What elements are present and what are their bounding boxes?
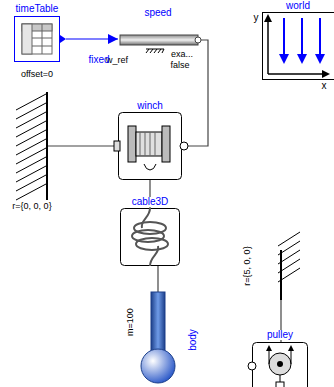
block-name: timeTable (15, 4, 60, 14)
text-holder: exa... (170, 44, 194, 60)
frame-connection (157, 266, 158, 292)
block-name: winch (136, 101, 164, 111)
block-name: body (188, 328, 198, 352)
world-block-icon (262, 12, 334, 80)
axis-label: y (253, 13, 260, 23)
parameter-label: false (169, 61, 190, 70)
parameter-label: r={5, 0, 0} (243, 245, 252, 286)
parameter-label: offset=0 (20, 70, 54, 79)
body-block-icon (141, 292, 175, 384)
text-holder: fixed (87, 50, 110, 66)
text-holder: winch (136, 96, 164, 112)
parameter-label: exa... (170, 50, 194, 59)
fixed-frame: fixedr={0, 0, 0} (4, 92, 48, 200)
text-holder: r={0, 0, 0} (11, 196, 52, 212)
winch-block: winch (118, 112, 182, 180)
parameter-label: m=100 (126, 307, 135, 337)
fixed-frame: r={5, 0, 0} (262, 240, 300, 300)
frame-connection (48, 145, 114, 146)
speed-block: speedw_refexa...false (118, 32, 198, 48)
time-table-block-icon (14, 16, 60, 62)
text-holder: speed (143, 3, 172, 19)
fixed-frame-icon (262, 240, 300, 300)
text-holder: y (253, 8, 260, 24)
time-table-block: timeTableoffset=0 (14, 16, 60, 62)
text-holder: timeTable (15, 0, 60, 15)
pulley-block-icon (252, 342, 308, 387)
axis-label: x (321, 81, 328, 91)
block-name: speed (143, 8, 172, 18)
winch-block-icon (118, 112, 182, 180)
pulley-block: pulley (252, 342, 308, 387)
block-name: cable3D (131, 197, 170, 207)
block-name: pulley (266, 330, 294, 340)
block-name: fixed (87, 55, 110, 65)
cable-block-icon (120, 208, 180, 266)
text-holder: body (183, 328, 199, 352)
text-holder: false (169, 55, 190, 71)
text-holder: offset=0 (20, 64, 54, 80)
cable-block: cable3D (120, 208, 180, 266)
world-block: worldyx (262, 12, 334, 80)
block-name: world (285, 1, 311, 11)
fixed-frame-icon (4, 92, 48, 200)
text-holder: pulley (266, 325, 294, 341)
body-block: bodym=100 (141, 292, 175, 384)
parameter-label: r={0, 0, 0} (11, 202, 52, 211)
text-holder: m=100 (120, 307, 136, 337)
text-holder: world (285, 0, 311, 12)
speed-block-icon (118, 32, 198, 48)
text-holder: cable3D (131, 192, 170, 208)
text-holder: x (321, 76, 328, 92)
text-holder: r={5, 0, 0} (237, 245, 253, 286)
signal-connection (66, 38, 118, 39)
